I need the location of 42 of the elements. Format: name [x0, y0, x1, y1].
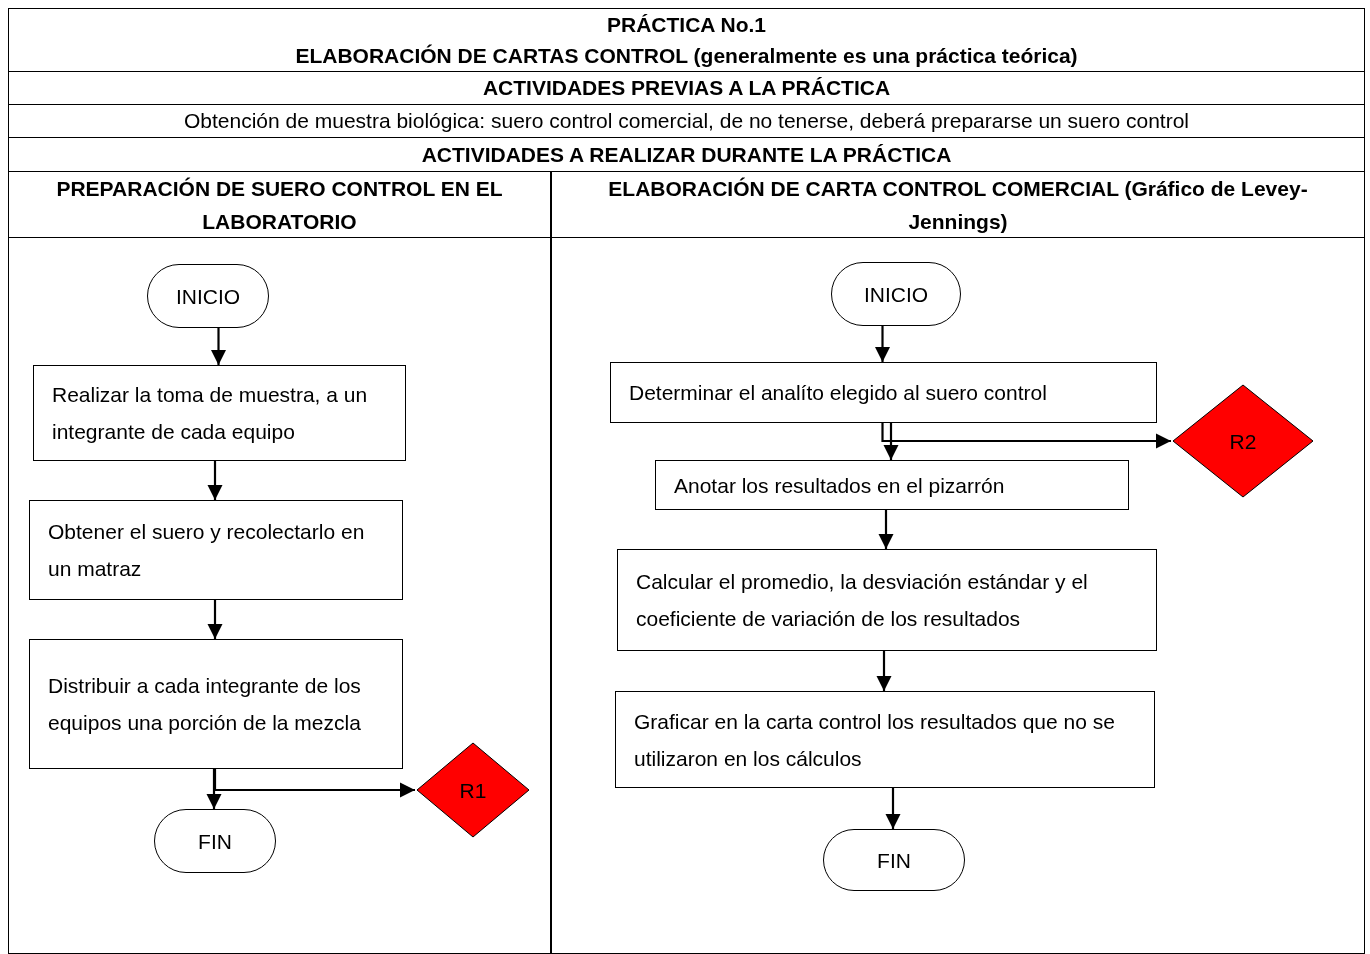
section-heading: ACTIVIDADES A REALIZAR DURANTE LA PRÁCTICA [8, 138, 1365, 172]
process-box [615, 691, 1155, 788]
step-text: Graficar en la carta control los resultados que no se utilizaron en los cálculos [634, 708, 1116, 772]
table-cell [551, 172, 1365, 954]
arrow [885, 788, 901, 829]
process-box [33, 365, 406, 461]
terminal-label: INICIO [175, 283, 241, 310]
decision-label: R1 [459, 777, 487, 804]
terminal-label: FIN [198, 828, 232, 855]
step-text: Calcular el promedio, la desviación estándar y el coeficiente de variación de los resultados [636, 569, 1089, 632]
arrow [210, 328, 227, 365]
process-box [29, 500, 403, 600]
arrow [876, 651, 892, 691]
step-text: Determinar el analíto elegido al suero control [629, 380, 1047, 406]
terminal-label: INICIO [863, 281, 929, 308]
step-text: Obtener el suero y recolectarlo en un matraz [48, 519, 366, 582]
section-heading: ELABORACIÓN DE CARTAS CONTROL (generalmente es una práctica teórica) [8, 40, 1365, 72]
section-heading: ACTIVIDADES PREVIAS A LA PRÁCTICA [8, 72, 1365, 105]
arrow [883, 423, 899, 460]
decision-diamond [1172, 384, 1314, 498]
process-box [29, 639, 403, 769]
arrow [874, 326, 891, 362]
step-text: Realizar la toma de muestra, a un integrante de cada equipo [52, 382, 369, 445]
arrow [206, 769, 222, 809]
terminal-label: FIN [877, 847, 911, 874]
column-heading: PREPARACIÓN DE SUERO CONTROL EN EL LABORATORIO [9, 172, 550, 238]
column-heading: ELABORACIÓN DE CARTA CONTROL COMERCIAL (Gráfico de Levey-Jennings) [552, 172, 1364, 238]
step-text: Anotar los resultados en el pizarrón [674, 472, 1005, 499]
arrow [878, 510, 894, 549]
arrow [213, 769, 415, 798]
table-cell [8, 172, 551, 954]
process-box [610, 362, 1157, 423]
arrow [207, 461, 223, 500]
process-box [617, 549, 1157, 651]
process-box [655, 460, 1129, 510]
arrow [881, 423, 1171, 449]
decision-diamond [416, 742, 530, 838]
note-text: Obtención de muestra biológica: suero control comercial, de no tenerse, deberá prepararse un suero control [8, 105, 1365, 138]
step-text: Distribuir a cada integrante de los equipos una porción de la mezcla [48, 673, 362, 736]
arrow [207, 600, 223, 639]
title: PRÁCTICA No.1 [8, 8, 1365, 40]
decision-label: R2 [1229, 428, 1257, 455]
